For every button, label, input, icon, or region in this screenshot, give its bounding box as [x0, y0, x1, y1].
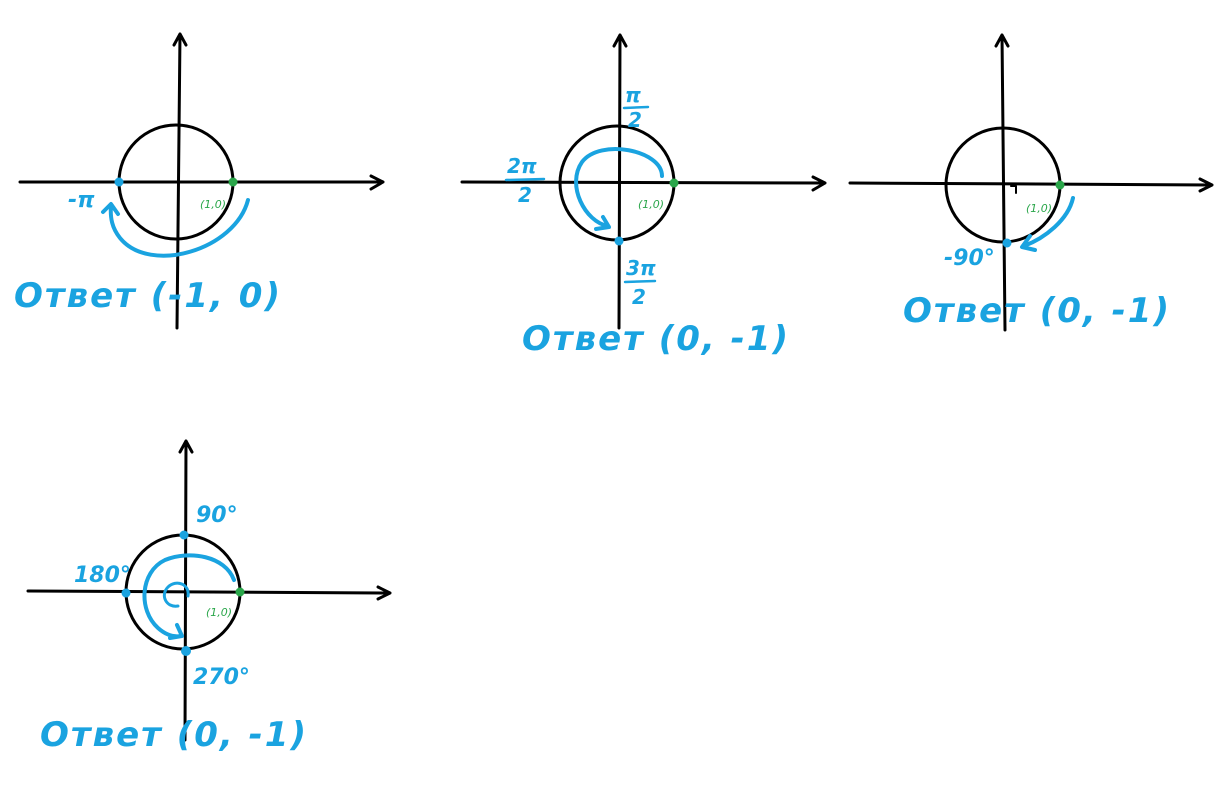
point-1-0: [235, 587, 245, 597]
answer-text: Ответ (0, -1): [903, 291, 1171, 331]
label-bottom-denominator: 2: [632, 285, 646, 309]
y-axis: [612, 33, 628, 330]
answer-text: Ответ (0, -1): [522, 319, 790, 359]
x-axis: [848, 177, 1214, 193]
point-1-0: [1055, 180, 1065, 190]
point-1-0: [669, 178, 679, 188]
y-axis: [994, 33, 1010, 332]
y-axis: [178, 439, 194, 742]
fraction-bar: [622, 105, 650, 110]
rotation-arrow: [101, 198, 250, 258]
point-minus-90: [1002, 238, 1012, 248]
angle-label: -π: [68, 188, 95, 213]
y-axis: [172, 32, 188, 330]
x-axis: [460, 175, 827, 192]
point-270: [181, 646, 191, 656]
answer-text: Ответ (-1, 0): [14, 276, 282, 316]
inner-spiral: [162, 581, 190, 608]
point-3pi-2: [614, 236, 624, 246]
x-axis: [18, 174, 385, 191]
point-1-0-label: (1,0): [1026, 202, 1052, 215]
rotation-arrow: [1020, 196, 1075, 252]
point-minus-pi: [114, 177, 124, 187]
label-180: 180°: [74, 563, 131, 588]
point-1-0-label: (1,0): [206, 606, 232, 619]
answer-text: Ответ (0, -1): [40, 715, 308, 755]
point-90: [179, 530, 189, 540]
diagram-4: (1,0) 90° 180° 270° Ответ (0, -1): [26, 439, 392, 755]
angle-label: -90°: [944, 246, 995, 271]
label-bottom-numerator: 3π: [626, 256, 656, 280]
point-180: [121, 588, 131, 598]
diagram-1: (1,0) -π Ответ (-1, 0): [14, 32, 385, 330]
rotation-arrow: [574, 147, 664, 231]
label-top-numerator: π: [625, 83, 641, 107]
label-left-numerator: 2π: [507, 154, 537, 178]
label-left-denominator: 2: [518, 183, 532, 207]
label-270: 270°: [193, 665, 250, 690]
fraction-bar: [623, 279, 657, 284]
point-1-0-label: (1,0): [638, 198, 664, 211]
diagram-3: (1,0) -90° Ответ (0, -1): [848, 33, 1214, 332]
x-axis: [26, 585, 392, 601]
point-1-0-label: (1,0): [200, 198, 226, 211]
point-1-0: [228, 177, 238, 187]
spiral-rotation-arrow: [142, 553, 236, 640]
label-90: 90°: [196, 503, 238, 528]
label-top-denominator: 2: [628, 108, 642, 132]
right-angle-mark: [1010, 185, 1017, 194]
fraction-bar: [504, 177, 546, 182]
diagram-2: (1,0) π 2 2π 2 3π 2 Ответ (0, -1): [460, 33, 827, 359]
